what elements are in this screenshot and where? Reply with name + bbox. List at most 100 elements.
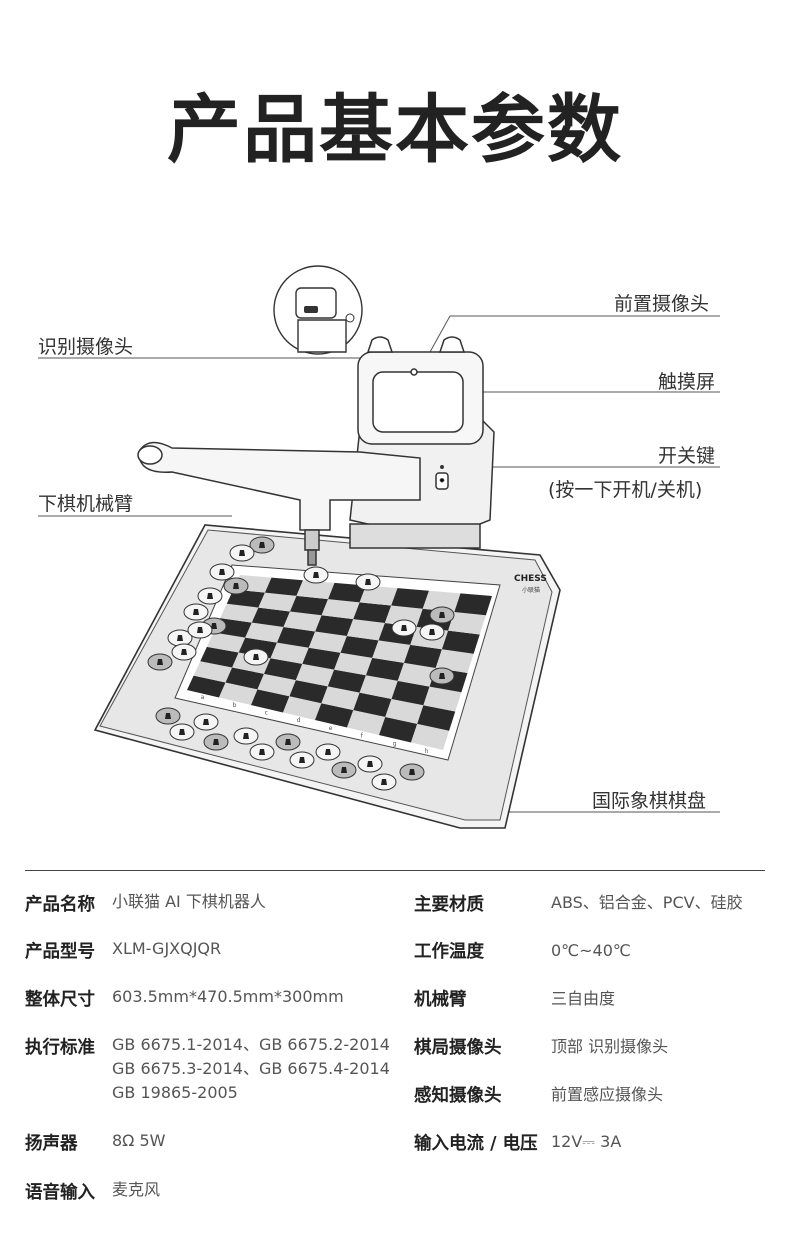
spec-value: GB 6675.1-2014、GB 6675.2-2014 — [112, 1035, 390, 1054]
spec-label: 工作温度 — [414, 942, 484, 962]
board-file-label: g — [393, 740, 397, 747]
board-square — [327, 669, 366, 693]
board-square — [200, 646, 239, 668]
board-square — [308, 631, 347, 653]
spec-label: 感知摄像头 — [414, 1086, 502, 1106]
spec-label: 主要材质 — [414, 895, 484, 915]
spec-value: 顶部 识别摄像头 — [551, 1037, 669, 1056]
board-square — [441, 630, 480, 654]
chess-piece — [315, 743, 341, 761]
board-square — [334, 652, 373, 676]
board-square — [391, 680, 430, 706]
chess-piece — [357, 755, 383, 773]
spec-value: ABS、铝合金、PCV、硅胶 — [551, 893, 743, 912]
board-square — [296, 580, 335, 600]
board-square — [290, 595, 329, 616]
callout-touch-screen: 触摸屏 — [658, 371, 716, 393]
spec-value: 12V⎓ 3A — [551, 1132, 622, 1151]
spec-value: GB 6675.3-2014、GB 6675.4-2014 — [112, 1059, 390, 1078]
section-divider — [25, 870, 765, 871]
board-file-label: e — [329, 725, 333, 732]
board-square — [372, 640, 411, 663]
board-square — [251, 689, 290, 713]
board-square — [365, 657, 404, 681]
board-square — [270, 642, 309, 664]
chess-piece — [249, 743, 275, 761]
board-square — [422, 590, 461, 613]
chess-piece — [391, 619, 417, 637]
board-squares — [187, 575, 492, 750]
spec-label: 输入电流 / 电压 — [414, 1134, 538, 1154]
chess-piece — [171, 643, 197, 661]
board-square — [225, 667, 264, 690]
spec-label: 整体尺寸 — [25, 990, 95, 1010]
chess-piece — [147, 653, 173, 671]
chess-piece — [169, 723, 195, 741]
spec-label: 扬声器 — [25, 1134, 78, 1154]
board-brand-sub: 小联猫 — [522, 586, 540, 594]
spec-value: 8Ω 5W — [112, 1131, 166, 1150]
chess-piece — [197, 587, 223, 605]
chess-piece — [229, 544, 255, 562]
board-square — [448, 612, 486, 635]
page-title: 产品基本参数 — [167, 87, 623, 173]
board-square — [397, 662, 436, 687]
board-square — [359, 585, 398, 606]
robot-arm-illustration — [137, 441, 421, 566]
chess-piece — [193, 713, 219, 731]
chess-piece — [331, 761, 357, 779]
callout-front-camera: 前置摄像头 — [614, 293, 710, 315]
board-square — [328, 582, 366, 603]
chess-piece — [275, 733, 301, 751]
chess-piece — [289, 751, 315, 769]
chess-piece — [209, 563, 235, 581]
chess-piece — [429, 667, 455, 685]
board-square — [385, 698, 424, 724]
spec-value: 0℃~40℃ — [551, 941, 631, 960]
chess-piece — [419, 623, 445, 641]
robot-illustration — [349, 336, 495, 549]
chess-piece — [243, 648, 269, 666]
spec-value: 603.5mm*470.5mm*300mm — [112, 987, 344, 1006]
chess-piece — [399, 763, 425, 781]
spec-value: 前置感应摄像头 — [551, 1085, 664, 1104]
board-square — [258, 592, 297, 612]
board-square — [391, 588, 429, 609]
board-square — [220, 603, 259, 623]
spec-label: 棋局摄像头 — [414, 1038, 502, 1058]
board-square — [347, 710, 386, 735]
board-square — [454, 593, 492, 616]
board-square — [245, 622, 284, 643]
spec-value: 小联猫 AI 下棋机器人 — [112, 892, 266, 911]
chess-piece — [355, 573, 381, 591]
callout-arm: 下棋机械臂 — [38, 493, 134, 515]
zoom-detail — [273, 265, 363, 355]
callout-power-key-note: (按一下开机/关机) — [548, 479, 703, 501]
board-square — [379, 716, 418, 743]
board-square — [302, 647, 341, 670]
board-square — [277, 627, 316, 648]
chess-piece — [155, 707, 181, 725]
board-square — [384, 605, 423, 627]
board-square — [417, 705, 456, 731]
board-square — [321, 686, 360, 711]
spec-label: 产品型号 — [25, 942, 95, 962]
board-square — [295, 663, 335, 687]
board-square — [187, 675, 226, 698]
board-square — [251, 607, 290, 628]
board-square — [353, 602, 392, 623]
board-file-label: h — [425, 748, 429, 755]
board-file-label: d — [297, 717, 301, 724]
board-square — [435, 649, 474, 673]
spec-value: XLM-GJXQJQR — [112, 939, 222, 958]
board-square — [411, 723, 450, 750]
board-square — [283, 696, 322, 720]
board-square — [289, 680, 328, 704]
spec-label: 机械臂 — [414, 990, 467, 1010]
board-square — [264, 658, 303, 681]
board-square — [340, 635, 379, 658]
board-square — [346, 619, 385, 641]
board-square — [257, 673, 296, 697]
